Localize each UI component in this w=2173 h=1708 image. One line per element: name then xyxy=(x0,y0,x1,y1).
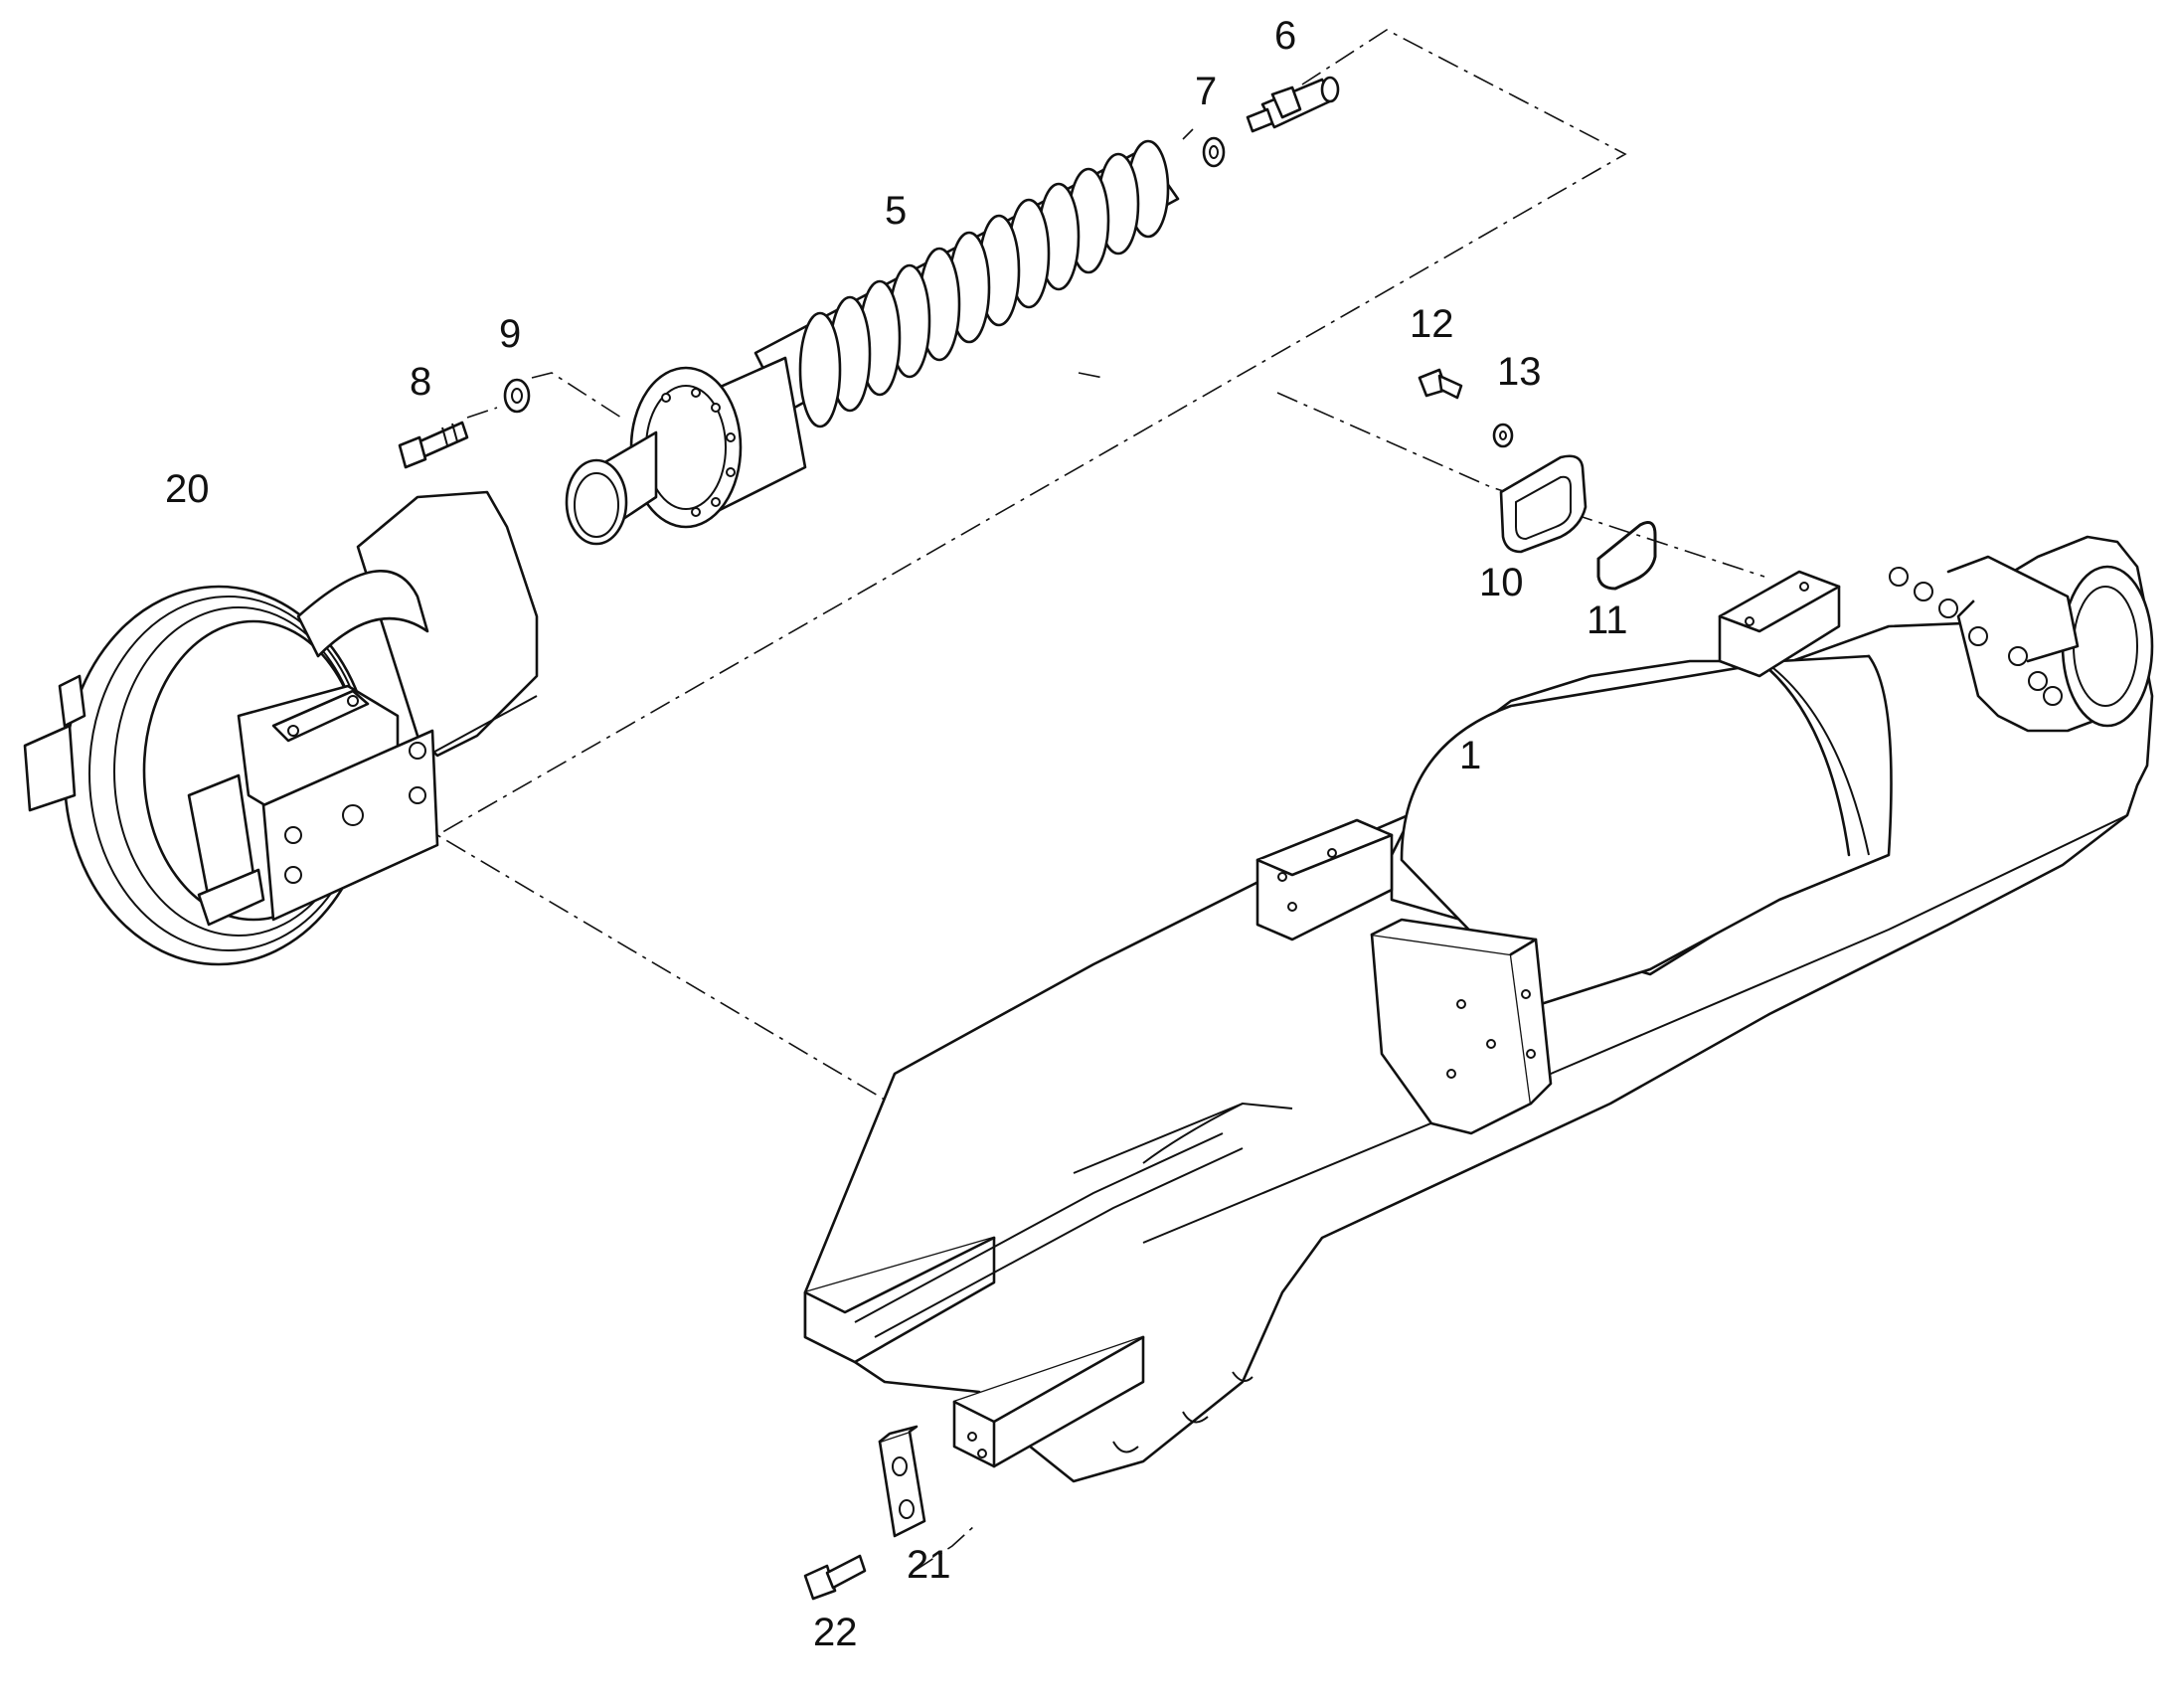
washer-part-7 xyxy=(1202,136,1226,168)
callout-22: 22 xyxy=(813,1611,858,1654)
callout-10: 10 xyxy=(1479,561,1524,604)
spring-coils xyxy=(798,139,1170,428)
callout-7: 7 xyxy=(1195,70,1218,113)
washer-part-13 xyxy=(1492,423,1514,448)
callout-21: 21 xyxy=(907,1543,951,1587)
track-frame-part-1 xyxy=(803,535,2154,1483)
callout-13: 13 xyxy=(1497,350,1542,394)
callout-11: 11 xyxy=(1587,598,1628,642)
grease-fitting-part-6 xyxy=(1246,76,1340,133)
bolt-part-22 xyxy=(803,1554,867,1601)
callout-12: 12 xyxy=(1410,302,1454,346)
callout-1: 1 xyxy=(1459,734,1482,777)
cover-plate-part-10 xyxy=(1499,454,1588,554)
retaining-plate-part-21 xyxy=(878,1425,926,1538)
bolt-part-12 xyxy=(1418,368,1463,400)
bearing-bolt-row xyxy=(1889,567,2063,706)
callout-8: 8 xyxy=(410,360,432,404)
callout-6: 6 xyxy=(1274,14,1297,58)
callout-9: 9 xyxy=(499,312,522,356)
washer-part-9 xyxy=(503,378,531,414)
leader-lines xyxy=(435,29,1765,1572)
idler-wheel-part-20 xyxy=(23,490,539,966)
callout-5: 5 xyxy=(885,189,908,233)
bolt-part-8 xyxy=(398,421,469,469)
callout-20: 20 xyxy=(165,467,210,511)
recoil-spring-part-5 xyxy=(565,139,1180,546)
o-ring-part-11 xyxy=(1596,521,1657,591)
